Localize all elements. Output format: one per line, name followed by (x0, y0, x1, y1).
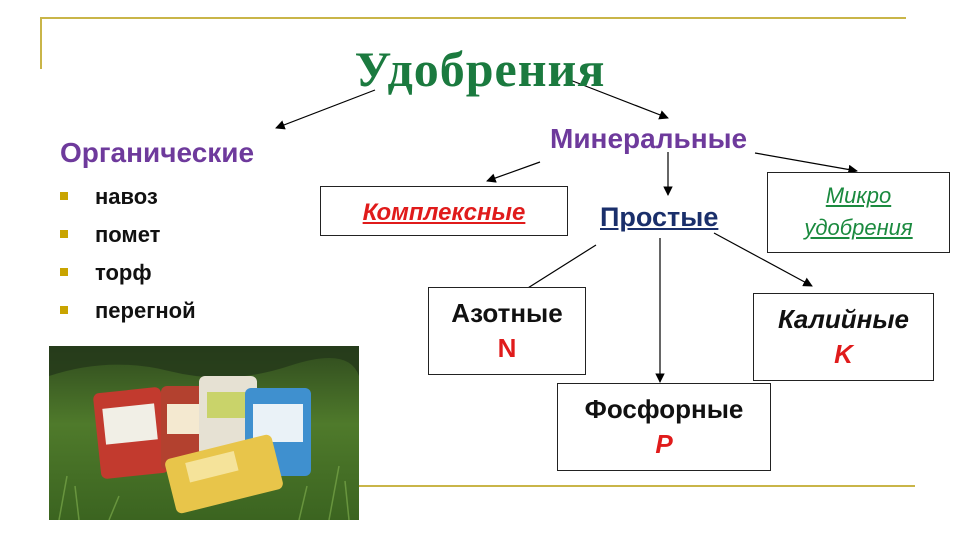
nitrogen-label: Азотные (451, 298, 563, 328)
organic-heading: Органические (60, 137, 255, 168)
frame-line-left (40, 17, 42, 69)
phosphorus-box: Фосфорные P (557, 383, 771, 471)
micro-box: Микро удобрения (767, 172, 950, 253)
potassium-box: Калийные K (753, 293, 934, 381)
list-item-label: перегной (95, 298, 196, 323)
phosphorus-label: Фосфорные (584, 394, 744, 424)
arrow-simple-to-potassium (713, 232, 813, 287)
bullet-icon (60, 230, 68, 238)
complex-label: Комплексные (362, 199, 526, 226)
micro-label-line2: удобрения (804, 215, 913, 240)
arrow-title-to-organic (275, 89, 376, 130)
list-item-label: навоз (95, 184, 158, 209)
arrow-mineral-to-micro (754, 152, 858, 175)
list-item-label: торф (95, 260, 152, 285)
nitrogen-symbol: N (497, 333, 517, 363)
nitrogen-box: Азотные N (428, 287, 586, 375)
bullet-icon (60, 306, 68, 314)
phosphorus-symbol: P (655, 429, 673, 459)
bullet-icon (60, 192, 68, 200)
complex-box: Комплексные (320, 186, 568, 236)
mineral-heading: Минеральные (550, 123, 748, 154)
fertilizer-bags-photo (49, 346, 359, 520)
list-item: помет (60, 221, 196, 259)
list-item: перегной (60, 297, 196, 335)
frame-line-bottom (355, 485, 915, 487)
micro-label-line1: Микро (825, 183, 892, 208)
bullet-icon (60, 268, 68, 276)
arrow-title-to-mineral (569, 79, 669, 120)
potassium-symbol: K (834, 339, 853, 369)
page-title: Удобрения (354, 41, 606, 97)
organic-list: навоз помет торф перегной (60, 183, 196, 335)
simple-heading: Простые (600, 202, 719, 232)
list-item-label: помет (95, 222, 161, 247)
list-item: навоз (60, 183, 196, 221)
list-item: торф (60, 259, 196, 297)
frame-line-top (40, 17, 906, 19)
arrow-mineral-to-complex (486, 161, 541, 183)
potassium-label: Калийные (777, 304, 910, 334)
